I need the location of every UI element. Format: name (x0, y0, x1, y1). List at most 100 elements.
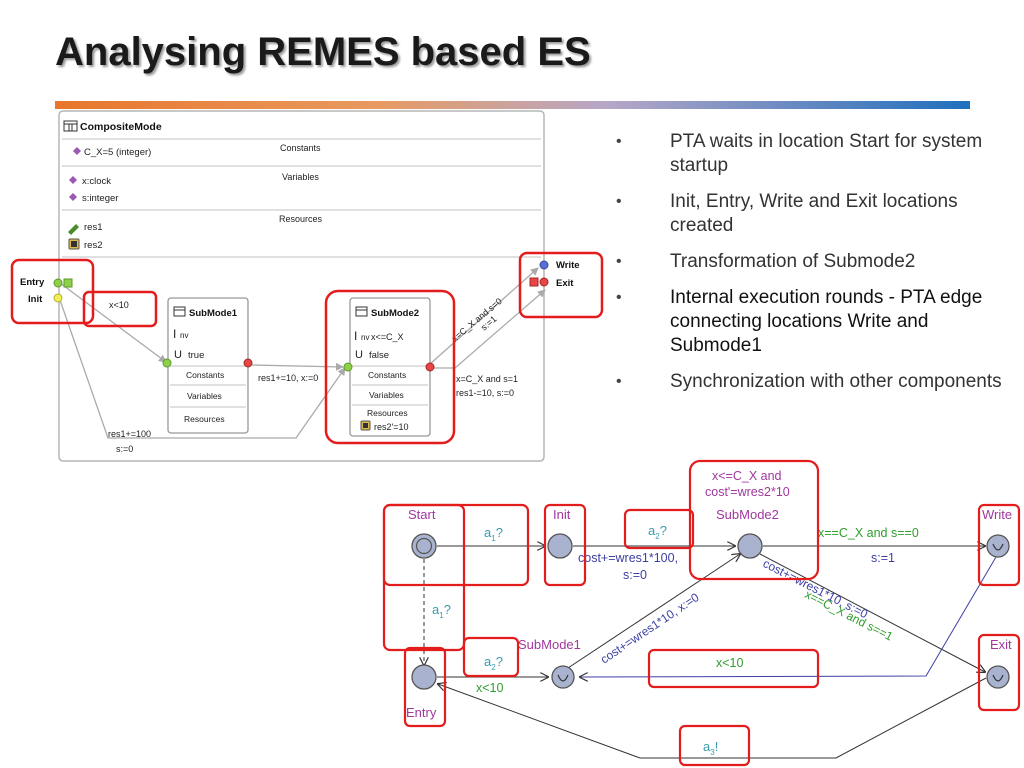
entry-port-square (63, 278, 73, 288)
submode-section-label: Constants (368, 370, 406, 380)
submode2-title: SubMode2 (371, 308, 419, 319)
init-port-label: Init (28, 294, 43, 305)
highlight-box (382, 503, 466, 652)
write-port (539, 260, 549, 270)
pta-location-label: Write (982, 507, 1012, 522)
constant-icon (73, 147, 81, 155)
union-symbol: U (355, 349, 363, 361)
highlight-box (543, 503, 587, 587)
pta-guard-label: x==C_X and s==0 (818, 526, 919, 540)
variable-icon (69, 193, 77, 201)
pta-location-label: Start (408, 507, 436, 522)
pta-invariant-label: cost'=wres2*10 (705, 485, 790, 499)
submode2-resource: res2'=10 (374, 422, 409, 432)
pta-location-label: SubMode2 (716, 507, 779, 522)
pta-update-label: s:=1 (871, 551, 895, 565)
pta-location-entry (411, 664, 437, 690)
pta-sync-label: a2? (648, 523, 667, 541)
invariant-subscript: nv (361, 333, 369, 342)
bullet-item: PTA waits in location Start for system s… (608, 130, 1008, 178)
highlight-box (977, 633, 1021, 712)
submode1-entry-port (162, 358, 172, 368)
highlight-box (382, 503, 530, 587)
resource-item: res2 (84, 240, 102, 251)
composite-mode-icon (63, 120, 78, 132)
highlight-box (647, 648, 820, 689)
highlight-box (977, 503, 1021, 587)
invariant-subscript: nv (180, 331, 188, 340)
pta-invariant-label: x<=C_X and (712, 469, 782, 483)
bullet-item: Internal execution rounds - PTA edge con… (608, 286, 1008, 358)
resource-icon (68, 224, 79, 235)
edge-guard-label: x<10 (109, 300, 129, 310)
submode2-invariant-value: false (369, 350, 389, 361)
variable-icon (69, 176, 77, 184)
pta-diagram: Start Init SubMode2 Write SubMode1 Entry… (382, 459, 1021, 767)
submode-section-label: Variables (369, 390, 404, 400)
edge-guard-label: x=C_X and s=1 (456, 374, 518, 384)
resource-chip-icon (68, 238, 80, 250)
submode-section-label: Constants (186, 370, 224, 380)
submode-section-label: Variables (187, 391, 222, 401)
init-port (53, 293, 63, 303)
highlight-box (688, 459, 820, 581)
submode-section-label: Resources (367, 408, 408, 418)
pta-location-write (986, 534, 1010, 558)
resources-section-label: Resources (279, 214, 323, 224)
union-symbol: U (174, 349, 182, 361)
highlight-box (678, 724, 751, 767)
submode2-exit-port (425, 362, 435, 372)
slide-title: Analysing REMES based ES (55, 30, 591, 74)
pta-sync-label: a1? (484, 525, 503, 543)
submode1-exit-port (243, 358, 253, 368)
bullet-item: Synchronization with other components (608, 370, 1008, 394)
submode1-box: SubMode1 I nv U true Constants Variables… (167, 297, 249, 434)
edge-update-label: res1+=10, x:=0 (258, 373, 318, 383)
highlight-box (82, 290, 158, 328)
highlight-box (518, 251, 604, 319)
edge-update-label: res1-=10, s:=0 (456, 388, 514, 398)
pta-location-init (547, 533, 573, 559)
composite-mode-title: CompositeMode (80, 121, 162, 133)
exit-port (539, 277, 549, 287)
pta-guard-label: x<10 (716, 656, 744, 670)
pta-location-label: Init (553, 507, 571, 522)
submode-icon (173, 306, 186, 317)
variable-item: s:integer (82, 193, 118, 204)
bullet-item: Transformation of Submode2 (608, 250, 1008, 274)
constants-section-label: Constants (280, 143, 321, 153)
bullet-item: Init, Entry, Write and Exit locations cr… (608, 190, 1008, 238)
bullet-list: PTA waits in location Start for system s… (608, 130, 1008, 406)
write-port-label: Write (556, 260, 580, 271)
pta-location-start (411, 533, 437, 559)
invariant-symbol: I (354, 329, 357, 343)
pta-location-label: Entry (406, 705, 437, 720)
pta-update-label: cost+=wres1*100, (578, 551, 678, 565)
pta-sync-label: a3! (703, 739, 718, 757)
pta-location-exit (986, 665, 1010, 689)
highlight-box (623, 508, 695, 550)
submode-section-label: Resources (184, 414, 225, 424)
submode1-invariant-value: true (188, 350, 204, 361)
exit-port-label: Exit (556, 278, 574, 289)
pta-location-label: Exit (990, 637, 1012, 652)
constant-item: C_X=5 (integer) (84, 147, 151, 158)
title-divider (55, 101, 970, 109)
entry-port-label: Entry (20, 277, 45, 288)
pta-location-submode2 (737, 533, 763, 559)
submode1-title: SubMode1 (189, 308, 238, 319)
pta-location-submode1 (551, 665, 575, 689)
submode2-invariant: x<=C_X (371, 332, 404, 342)
pta-guard-label: x<10 (476, 681, 504, 695)
invariant-symbol: I (173, 327, 176, 341)
entry-port (53, 278, 63, 288)
pta-update-label: s:=0 (623, 568, 647, 582)
submode2-entry-port (343, 362, 353, 372)
edge-update-label: res1+=100 (108, 429, 151, 439)
highlight-box (403, 646, 447, 728)
submode-icon (355, 306, 368, 317)
highlight-box (462, 636, 520, 678)
variables-section-label: Variables (282, 172, 319, 182)
remes-composite-mode: CompositeMode Constants C_X=5 (integer) … (10, 110, 604, 462)
resource-item: res1 (84, 222, 102, 233)
